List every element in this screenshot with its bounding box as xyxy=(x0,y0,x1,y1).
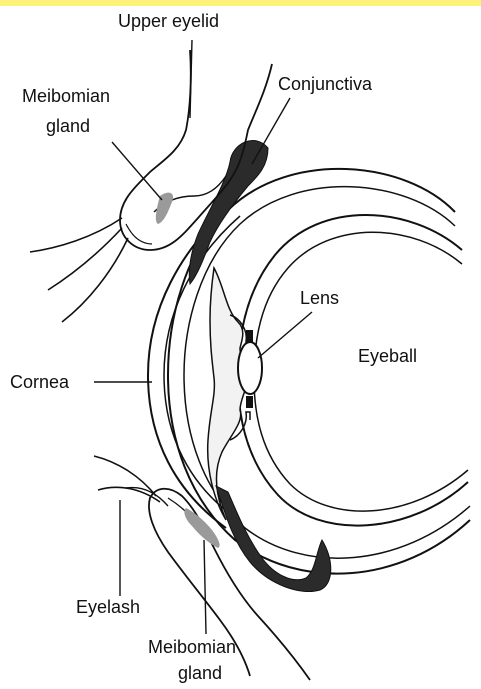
iris-ciliary-region xyxy=(208,268,249,520)
label-eyeball: Eyeball xyxy=(358,346,417,366)
lens-upper-zonule xyxy=(246,330,253,342)
label-lens: Lens xyxy=(300,288,339,308)
label-upper-eyelid: Upper eyelid xyxy=(118,11,219,31)
label-meibomian-gland-upper-line2: gland xyxy=(46,116,90,136)
lens-shape xyxy=(238,342,262,394)
lens-lower-zonule xyxy=(246,396,253,408)
upper-eyelid-tip xyxy=(126,224,152,244)
leader-meibomian-upper xyxy=(112,142,162,200)
label-meibomian-gland-lower-line1: Meibomian xyxy=(148,637,236,657)
lower-eyelash-3 xyxy=(126,488,168,506)
eyeball-inner-wall-line xyxy=(254,232,468,511)
upper-eyelash-3 xyxy=(62,238,128,322)
label-meibomian-gland-lower-line2: gland xyxy=(178,663,222,683)
label-eyelash: Eyelash xyxy=(76,597,140,617)
label-meibomian-gland-upper-line1: Meibomian xyxy=(22,86,110,106)
eyeball-inner-wall xyxy=(238,215,468,526)
conjunctiva-upper xyxy=(189,141,268,284)
label-cornea: Cornea xyxy=(10,372,69,392)
leader-lens xyxy=(258,312,312,358)
meibomian-gland-upper xyxy=(156,193,173,224)
leader-meibomian-lower xyxy=(204,540,206,634)
meibomian-gland-lower xyxy=(184,508,219,548)
upper-eyelash-1 xyxy=(30,218,122,252)
label-conjunctiva: Conjunctiva xyxy=(278,74,372,94)
